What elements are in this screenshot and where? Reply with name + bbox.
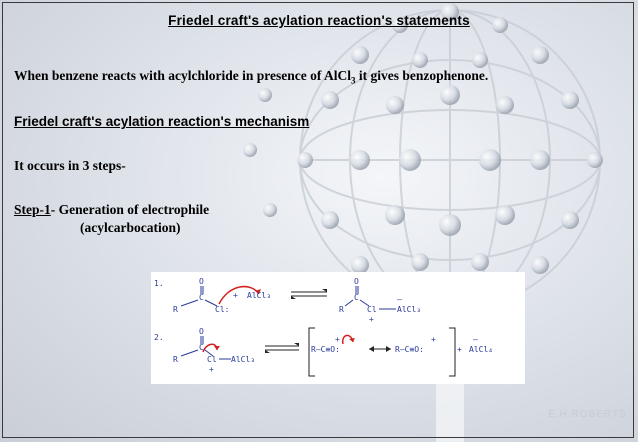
step1-subtext: (acylcarbocation)	[80, 220, 181, 235]
resonance2-plus: +	[431, 335, 436, 344]
r1-product-alcl3: AlCl₃	[397, 305, 421, 314]
r1-product-r: R	[339, 305, 344, 314]
r1-product-cl: Cl	[367, 305, 377, 314]
acylium-resonance-1: R—C≡O:	[311, 345, 340, 354]
steps-count-text: It occurs in 3 steps-	[14, 158, 126, 173]
r1-product-oxygen: O	[354, 277, 359, 286]
r2-alcl4: AlCl₄	[469, 345, 493, 354]
acylium-resonance-2: R—C≡O:	[395, 345, 424, 354]
r2-r-group: R	[173, 355, 178, 364]
statement-text: When benzene reacts with acylchloride in…	[14, 68, 488, 86]
statement-pre: When benzene reacts with acylchloride in…	[14, 68, 351, 83]
r1-product-carbon: C	[354, 293, 359, 302]
r1-carbon: C	[199, 293, 204, 302]
slide-frame	[2, 2, 634, 438]
r2-carbon: C	[199, 343, 204, 352]
r2-plus: +	[209, 365, 214, 374]
reaction2-number: 2.	[154, 333, 164, 342]
mechanism-heading: Friedel craft's acylation reaction's mec…	[14, 114, 310, 129]
r2-product-plus: +	[457, 345, 462, 354]
reaction-scheme-image: 1. O C R Cl: + AlCl₃ O C R Cl AlCl₃ + – …	[151, 272, 525, 384]
resonance1-plus: +	[335, 335, 340, 344]
r1-oxygen: O	[199, 277, 204, 286]
step1-line: Step-1- Generation of electrophile	[14, 202, 209, 218]
slide-title: Friedel craft's acylation reaction's sta…	[168, 13, 470, 28]
r1-r-group: R	[173, 305, 178, 314]
step1-text: - Generation of electrophile	[50, 202, 210, 217]
statement-subscript: 3	[350, 75, 356, 86]
r2-chlorine: Cl	[207, 355, 217, 364]
reaction1-number: 1.	[154, 279, 164, 288]
r2-alcl4-minus: –	[473, 335, 478, 344]
r1-plus: +	[233, 291, 238, 300]
r1-product-minus: –	[397, 295, 402, 304]
statement-post: it gives benzophenone.	[355, 68, 489, 83]
r2-alcl3: AlCl₃	[231, 355, 255, 364]
r1-chlorine: Cl:	[215, 305, 229, 314]
step1-label: Step-1	[14, 202, 51, 217]
r1-alcl3: AlCl₃	[247, 291, 271, 300]
r1-product-plus: +	[369, 315, 374, 324]
publisher-logo: E.H.ROBERTS	[548, 409, 627, 420]
r2-oxygen: O	[199, 327, 204, 336]
